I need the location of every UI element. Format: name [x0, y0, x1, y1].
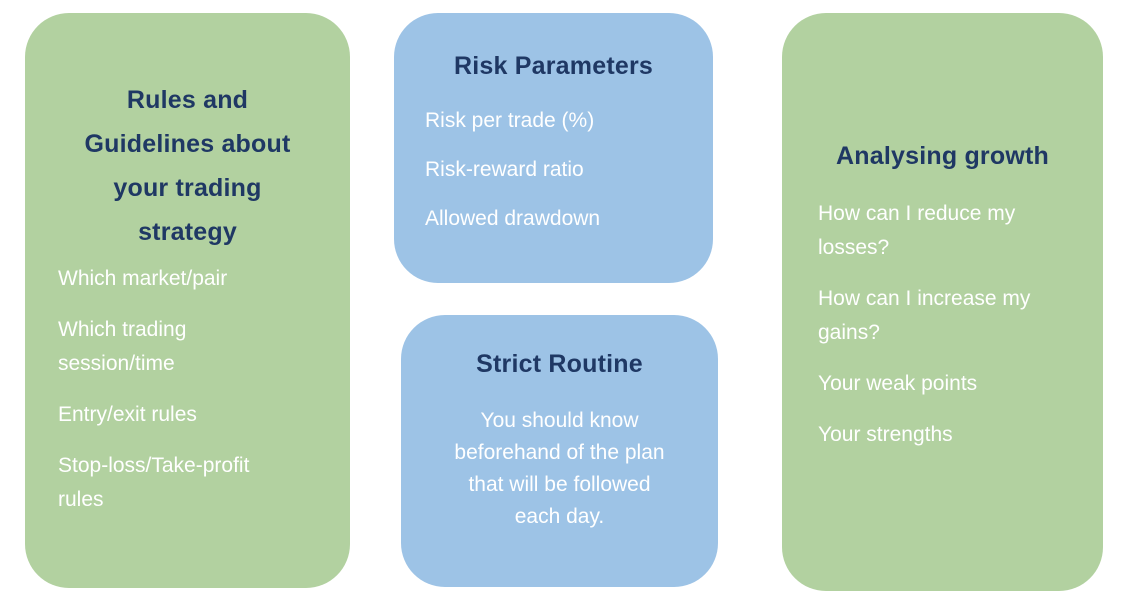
risk-item-list: Risk per trade (%) Risk-reward ratio All…	[425, 104, 682, 236]
growth-item-increase-gains: How can I increase my gains?	[818, 287, 1031, 344]
rules-card-title: Rules and Guidelines about your trading …	[58, 78, 317, 254]
rules-item-market-pair: Which market/pair	[58, 267, 228, 290]
rules-item-stoploss-takeprofit: Stop-loss/Take-profit rules	[58, 454, 250, 511]
growth-item-reduce-losses: How can I reduce my losses?	[818, 202, 1016, 259]
strict-routine-body: You should know beforehand of the plan t…	[429, 405, 690, 533]
routine-body-line-2: beforehand of the plan	[454, 441, 665, 464]
risk-parameters-card: Risk Parameters Risk per trade (%) Risk-…	[394, 13, 713, 283]
growth-item-strengths: Your strengths	[818, 423, 953, 446]
risk-item-allowed-drawdown: Allowed drawdown	[425, 207, 601, 230]
risk-item-risk-per-trade: Risk per trade (%)	[425, 109, 595, 132]
growth-item-weak-points: Your weak points	[818, 372, 978, 395]
rules-title-line-2: Guidelines about	[84, 130, 291, 158]
analysing-growth-card-title: Analysing growth	[836, 142, 1049, 170]
growth-item-list: How can I reduce my losses? How can I in…	[818, 197, 1067, 452]
rules-item-session-time: Which trading session/time	[58, 318, 187, 375]
rules-title-line-3: your trading	[113, 174, 262, 202]
rules-title-line-1: Rules and	[126, 86, 249, 114]
rules-card: Rules and Guidelines about your trading …	[25, 13, 350, 588]
rules-item-entry-exit: Entry/exit rules	[58, 403, 197, 426]
strict-routine-card-title: Strict Routine	[476, 350, 643, 378]
rules-item-list: Which market/pair Which trading session/…	[58, 262, 317, 517]
routine-body-line-1: You should know	[480, 409, 639, 432]
analysing-growth-card: Analysing growth How can I reduce my los…	[782, 13, 1103, 591]
risk-parameters-card-title: Risk Parameters	[454, 52, 653, 80]
risk-item-risk-reward-ratio: Risk-reward ratio	[425, 158, 584, 181]
strict-routine-card: Strict Routine You should know beforehan…	[401, 315, 718, 587]
routine-body-line-4: each day.	[514, 505, 605, 528]
routine-body-line-3: that will be followed	[468, 473, 651, 496]
rules-title-line-4: strategy	[138, 218, 237, 246]
